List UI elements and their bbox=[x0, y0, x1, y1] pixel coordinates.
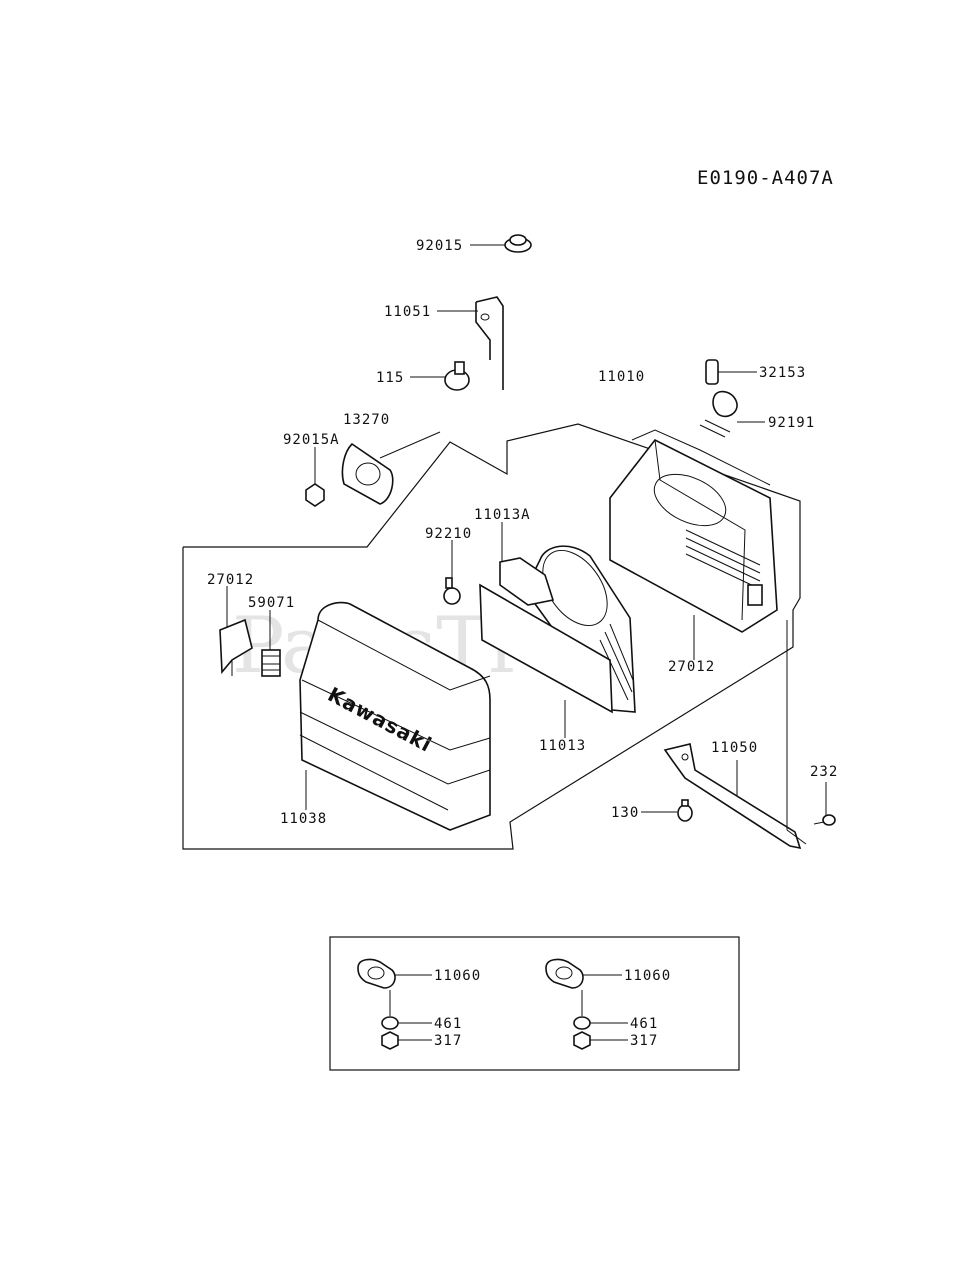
callout-59071: 59071 bbox=[248, 595, 295, 611]
callout-92015: 92015 bbox=[416, 238, 463, 254]
inset-box bbox=[329, 936, 740, 1071]
callout-11010: 11010 bbox=[598, 369, 645, 385]
guide-line-end bbox=[786, 829, 807, 845]
part-59071-spring[interactable]: 59071 bbox=[248, 595, 295, 677]
callout-317-left: 317 bbox=[434, 1033, 462, 1049]
callout-232: 232 bbox=[810, 764, 838, 780]
callout-11038: 11038 bbox=[280, 811, 327, 827]
callout-317-right: 317 bbox=[630, 1033, 658, 1049]
part-32153-fitting[interactable]: 32153 bbox=[705, 359, 806, 385]
inset-left-gasket-11060[interactable]: 11060 bbox=[357, 958, 481, 1016]
callout-92015A: 92015A bbox=[283, 432, 340, 448]
callout-11050: 11050 bbox=[711, 740, 758, 756]
part-27012-clip[interactable]: 27012 bbox=[207, 572, 254, 676]
callout-11011: 27012 bbox=[668, 659, 715, 675]
part-115-cap[interactable]: 115 bbox=[376, 361, 470, 391]
diagram-code: E0190-A407A bbox=[697, 167, 834, 189]
part-92015A-nut[interactable]: 92015A bbox=[283, 432, 340, 507]
part-11038-cover[interactable]: Kawasaki 11038 bbox=[280, 601, 491, 831]
part-92191-clamp[interactable]: 92191 bbox=[699, 390, 815, 438]
assembly-frame bbox=[182, 423, 801, 850]
part-92015-grommet[interactable]: 92015 bbox=[416, 234, 532, 254]
inset-right-gasket-11060[interactable]: 11060 bbox=[545, 958, 671, 1016]
part-11050-stay[interactable]: 11050 bbox=[663, 740, 802, 850]
callout-11013: 11013 bbox=[539, 738, 586, 754]
callout-461-right: 461 bbox=[630, 1016, 658, 1032]
callout-13270: 13270 bbox=[343, 412, 390, 428]
part-13270-gasket[interactable]: 13270 bbox=[341, 412, 441, 505]
part-92210-wingnut[interactable]: 92210 bbox=[425, 526, 472, 605]
callout-32153: 32153 bbox=[759, 365, 806, 381]
callout-130: 130 bbox=[611, 805, 639, 821]
callout-11060-right: 11060 bbox=[624, 968, 671, 984]
callout-11051: 11051 bbox=[384, 304, 431, 320]
callout-11060-left: 11060 bbox=[434, 968, 481, 984]
inset-left-washer-461[interactable]: 461 bbox=[381, 1016, 462, 1032]
callout-115: 115 bbox=[376, 370, 404, 386]
inset-right-washer-461[interactable]: 461 bbox=[573, 1016, 658, 1032]
inset-right-nut-317[interactable]: 317 bbox=[573, 1031, 658, 1050]
part-11051-bracket[interactable]: 11051 bbox=[384, 296, 504, 390]
part-11011-base[interactable]: 27012 bbox=[609, 429, 778, 675]
callout-27012: 27012 bbox=[207, 572, 254, 588]
callout-11013A: 11013A bbox=[474, 507, 531, 523]
callout-461-left: 461 bbox=[434, 1016, 462, 1032]
inset-left-nut-317[interactable]: 317 bbox=[381, 1031, 462, 1050]
part-232-screw[interactable]: 232 bbox=[810, 764, 838, 826]
part-130-bolt[interactable]: 130 bbox=[611, 799, 693, 822]
part-11013A-precleaner[interactable]: 11013A bbox=[474, 507, 555, 606]
part-11013-filter-element[interactable]: 11013 bbox=[479, 539, 636, 754]
callout-92210: 92210 bbox=[425, 526, 472, 542]
callout-92191: 92191 bbox=[768, 415, 815, 431]
